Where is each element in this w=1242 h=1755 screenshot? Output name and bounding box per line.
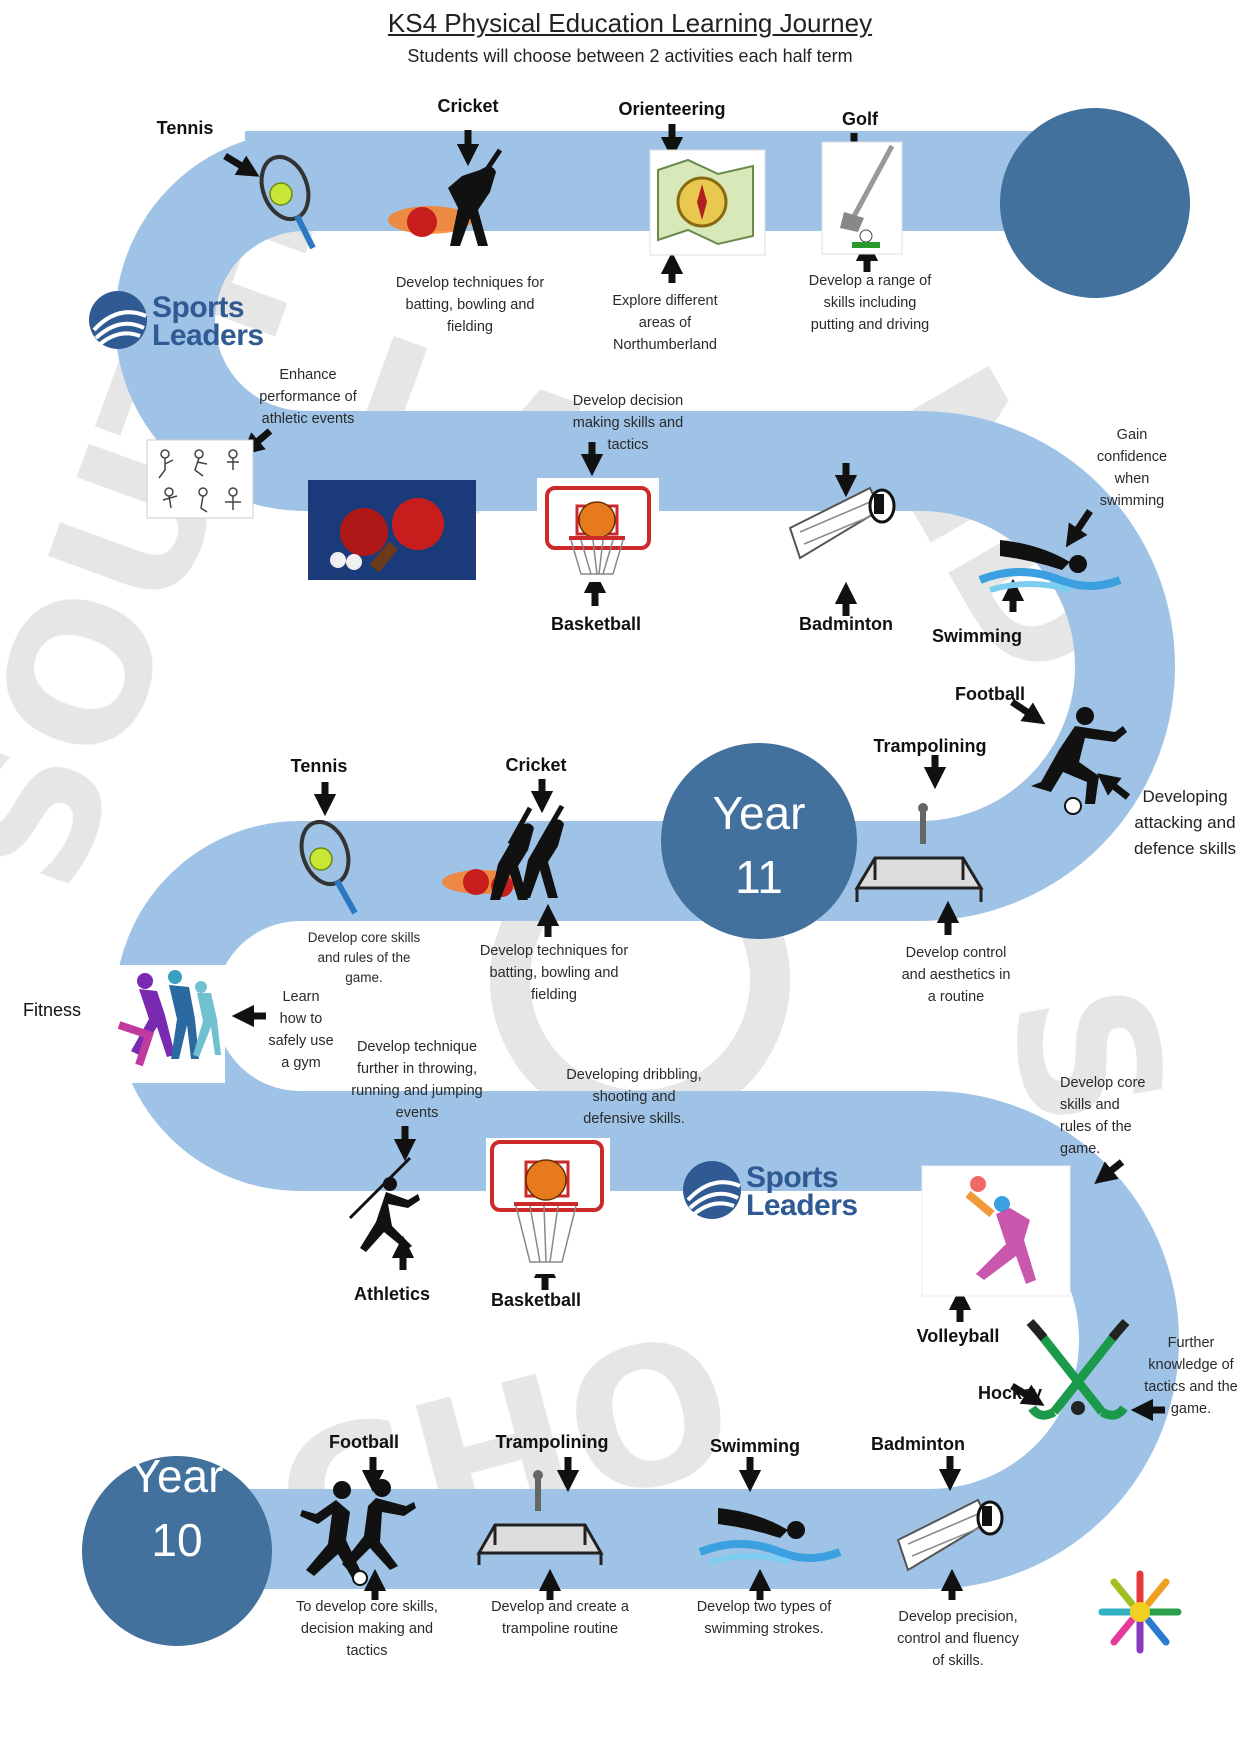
desc-basketball-top: Develop decision making skills and tacti… <box>572 393 684 453</box>
sports-leaders-wordmark-top: Sports Leaders <box>152 291 292 352</box>
desc-swimming-top: Gain confidence when swimming <box>1096 427 1168 509</box>
year11-circle <box>661 743 857 939</box>
desc-orienteering: Explore different areas of Northumberlan… <box>612 293 718 353</box>
desc-cricket-mid: Develop techniques for batting, bowling … <box>479 943 629 1003</box>
sports-leaders-logo-icon <box>89 291 147 349</box>
cricket-player-icon <box>388 148 503 246</box>
sports-leaders-line2: Leaders <box>746 1189 858 1222</box>
desc-swimming-bottom: Develop two types of swimming strokes. <box>696 1599 832 1637</box>
page-subtitle: Students will choose between 2 activitie… <box>407 46 853 66</box>
desc-football-bottom: To develop core skills, decision making … <box>296 1599 438 1659</box>
shuttlecock-icon <box>896 1498 1004 1572</box>
label-tennis-top: Tennis <box>156 118 214 138</box>
desc-volleyball: Develop core skills and rules of the gam… <box>1060 1075 1146 1157</box>
label-football-bottom: Football <box>329 1432 399 1452</box>
year10-circle <box>82 1456 272 1646</box>
trampoline-icon <box>476 1470 604 1565</box>
footballer-icon <box>1031 707 1127 815</box>
desc-cricket-top: Develop techniques for batting, bowling … <box>395 275 545 335</box>
shuttlecock-icon <box>788 486 896 560</box>
desc-tennis-mid: Develop core skills and rules of the gam… <box>307 930 421 985</box>
label-golf: Golf <box>842 109 878 129</box>
volleyball-player-icon <box>921 1165 1071 1297</box>
hockey-sticks-icon <box>1026 1319 1130 1420</box>
footballers-icon <box>300 1479 416 1586</box>
desc-fitness: Learn how to safely use a gym <box>268 989 334 1071</box>
tennis-racket-icon <box>299 820 358 915</box>
trampoline-icon <box>854 803 984 902</box>
cricket-players-icon <box>442 804 565 900</box>
year10-line1: Year <box>130 1450 224 1502</box>
label-volleyball: Volleyball <box>916 1326 1000 1346</box>
label-trampolining-bottom: Trampolining <box>495 1432 609 1452</box>
label-badminton-bottom: Badminton <box>871 1434 965 1454</box>
desc-trampolining-mid: Develop control and aesthetics in a rout… <box>901 945 1011 1005</box>
sports-leaders-wordmark-mid: Sports Leaders <box>746 1161 886 1222</box>
sports-leaders-line1: Sports <box>152 291 245 324</box>
swimmer-icon <box>978 540 1122 593</box>
basketball-hoop-icon <box>537 478 659 582</box>
sports-leaders-logo-icon <box>683 1161 741 1219</box>
label-fitness: Fitness <box>22 1000 82 1020</box>
desc-athletics: Develop technique further in throwing, r… <box>351 1039 483 1121</box>
label-athletics: Athletics <box>353 1284 431 1304</box>
label-swimming-bottom: Swimming <box>709 1436 800 1456</box>
top-circle <box>1000 108 1190 298</box>
desc-hockey: Further knowledge of tactics and the gam… <box>1144 1335 1238 1417</box>
sports-leaders-line2: Leaders <box>152 319 264 352</box>
table-tennis-icon <box>308 480 476 580</box>
desc-trampolining-bottom: Develop and create a trampoline routine <box>491 1599 629 1637</box>
label-basketball-top: Basketball <box>550 614 642 634</box>
golf-club-icon <box>821 141 903 255</box>
label-cricket-mid: Cricket <box>505 755 567 775</box>
year10-label: Year 10 <box>97 1444 257 1572</box>
athletics-sketches-icon <box>146 439 254 519</box>
label-swimming-top: Swimming <box>931 626 1022 646</box>
label-tennis-mid: Tennis <box>290 756 348 776</box>
label-cricket-top: Cricket <box>437 96 499 116</box>
arrows <box>223 124 1165 1600</box>
label-football-top: Football <box>955 684 1025 704</box>
desc-badminton-bottom: Develop precision, control and fluency o… <box>897 1609 1019 1669</box>
desc-golf: Develop a range of skills including putt… <box>808 273 932 333</box>
swimmer-icon <box>698 1508 842 1565</box>
desc-athletics-top: Enhance performance of athletic events <box>259 367 357 427</box>
southlands-school-logo-icon <box>1088 1560 1192 1664</box>
label-basketball-mid: Basketball <box>490 1290 582 1310</box>
tennis-racket-icon <box>259 155 316 250</box>
label-orienteering: Orienteering <box>618 99 726 119</box>
sports-leaders-line1: Sports <box>746 1161 839 1194</box>
page-title: KS4 Physical Education Learning Journey <box>387 8 873 38</box>
label-hockey: Hockey <box>977 1383 1042 1403</box>
label-badminton-top: Badminton <box>799 614 893 634</box>
basketball-hoop-icon <box>486 1138 610 1274</box>
year11-label: Year 11 <box>679 781 839 909</box>
fitness-runners-icon <box>105 965 225 1083</box>
desc-football-top: Developing attacking and defence skills <box>1133 787 1237 858</box>
year11-line2: 11 <box>735 851 783 903</box>
year10-line2: 10 <box>151 1514 203 1566</box>
orienteering-map-icon <box>649 149 766 256</box>
desc-basketball-mid: Developing dribbling, shooting and defen… <box>566 1067 702 1127</box>
year11-line1: Year <box>712 787 806 839</box>
javelin-thrower-icon <box>348 1156 420 1252</box>
label-trampolining-mid: Trampolining <box>873 736 987 756</box>
